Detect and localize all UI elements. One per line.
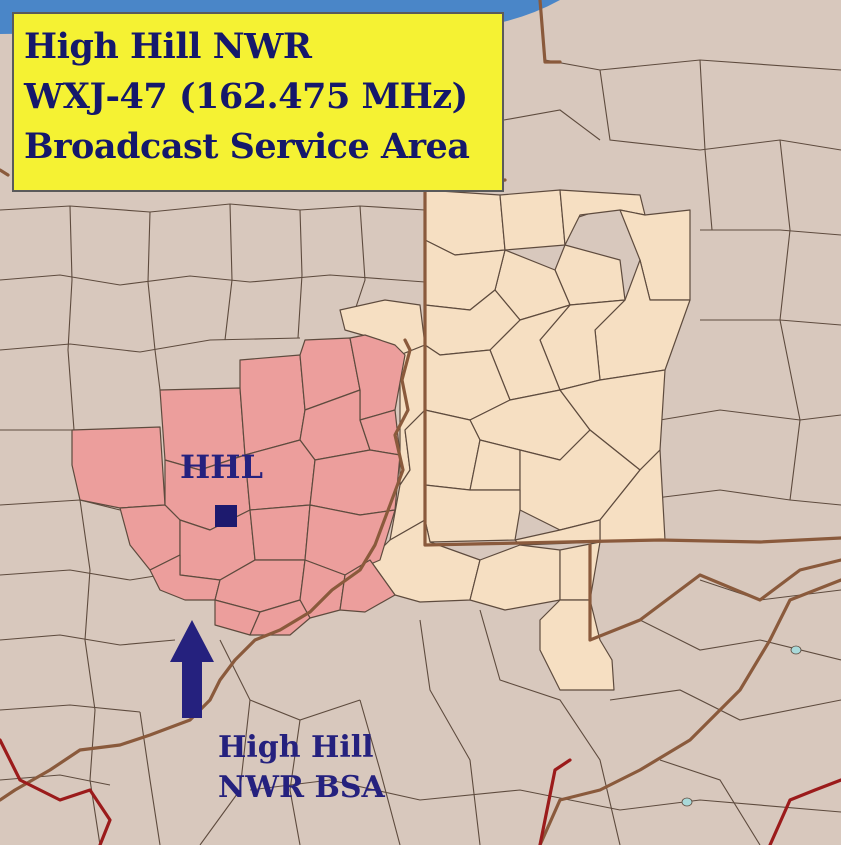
title-line-2: WXJ-47 (162.475 MHz) — [24, 76, 468, 117]
bsa-label-line-1: High Hill — [218, 730, 374, 765]
small-lake — [681, 797, 693, 807]
bsa-label: High Hill NWR BSA — [218, 728, 385, 808]
title-box: High Hill NWR WXJ-47 (162.475 MHz) Broad… — [12, 12, 504, 192]
arrow-up-icon — [170, 620, 214, 718]
title-line-3: Broadcast Service Area — [24, 126, 470, 167]
title-line-1: High Hill NWR — [24, 26, 312, 67]
small-lake — [790, 645, 802, 655]
bsa-label-line-2: NWR BSA — [218, 770, 385, 805]
square-marker-icon — [215, 505, 237, 527]
station-label: HHL — [180, 448, 263, 486]
